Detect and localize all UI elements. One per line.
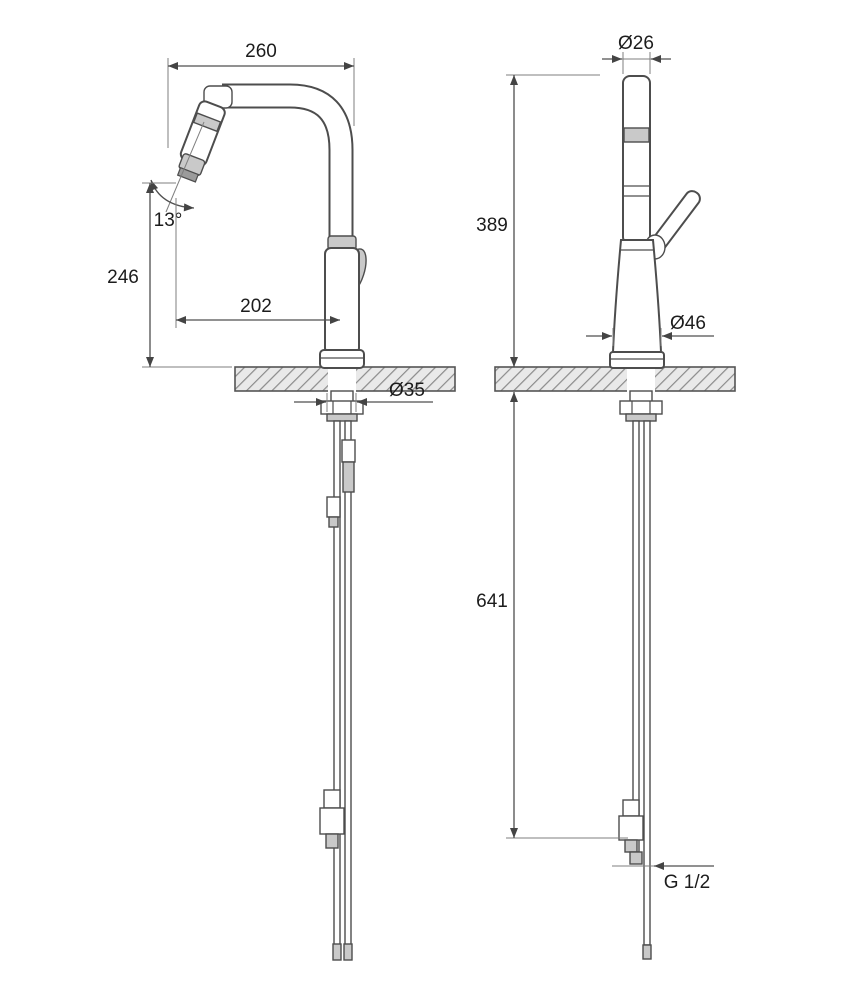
hose-fitting [326, 496, 341, 518]
countertop-gap [627, 366, 655, 392]
dim-641-label: 641 [476, 591, 508, 612]
left-view: 260 13° 246 202 Ø35 [107, 41, 456, 961]
hose-fitting [325, 833, 339, 849]
base-flange [319, 349, 365, 369]
base-flange [609, 351, 665, 369]
washer [326, 413, 358, 422]
countertop-right [494, 366, 736, 392]
spout-tube [222, 85, 352, 366]
dimension-d46: Ø46 [586, 313, 714, 346]
hose-fitting [624, 839, 638, 853]
dimension-202: 202 [175, 198, 340, 328]
hose-end-g12 [629, 851, 643, 865]
washer [625, 413, 657, 422]
dim-202-label: 202 [240, 296, 272, 317]
dim-389-label: 389 [476, 215, 508, 236]
hose-coupler [618, 815, 644, 841]
wand-band [623, 127, 650, 143]
hose-fitting [342, 461, 355, 493]
supply-hoses-left [319, 390, 364, 961]
dimension-d35: Ø35 [294, 380, 433, 412]
faucet-body-right [609, 75, 701, 369]
spout-tube-outline [222, 83, 354, 366]
hose-end [332, 943, 342, 961]
dim-g12-label: G 1/2 [664, 872, 710, 893]
right-view: Ø26 389 Ø46 641 G 1/2 [476, 33, 736, 960]
dimension-g12: G 1/2 [612, 862, 714, 893]
spout-tube-front [622, 75, 651, 245]
hose-coupler [319, 807, 345, 835]
hose-right [344, 420, 352, 959]
spray-band [192, 112, 222, 133]
dim-246-label: 246 [107, 267, 139, 288]
spray-head [176, 85, 233, 183]
hose-end [642, 944, 652, 960]
dimension-641: 641 [476, 392, 628, 839]
dim-d46-label: Ø46 [670, 313, 706, 334]
hose-nut [323, 789, 341, 809]
hose-left [632, 420, 640, 853]
dimension-260: 260 [167, 41, 355, 148]
hose-nut [622, 799, 640, 817]
spout [222, 83, 354, 366]
hose-fitting [341, 439, 356, 463]
body [324, 247, 360, 355]
countertop-gap [328, 366, 356, 392]
countertop-left [234, 366, 456, 392]
faucet-body-left [319, 235, 367, 369]
hose-end [343, 943, 353, 961]
dim-260-label: 260 [245, 41, 277, 62]
mounting-nut [619, 400, 663, 415]
body-front [611, 239, 663, 353]
supply-hoses-right [618, 390, 663, 960]
dim-13deg-label: 13° [154, 210, 183, 231]
dimension-389: 389 [476, 74, 600, 367]
hose-fitting [328, 516, 339, 528]
dim-d26-label: Ø26 [618, 33, 654, 54]
dimension-d26: Ø26 [602, 33, 671, 74]
dimension-246: 246 [107, 182, 232, 368]
dim-d35-label: Ø35 [389, 380, 425, 401]
